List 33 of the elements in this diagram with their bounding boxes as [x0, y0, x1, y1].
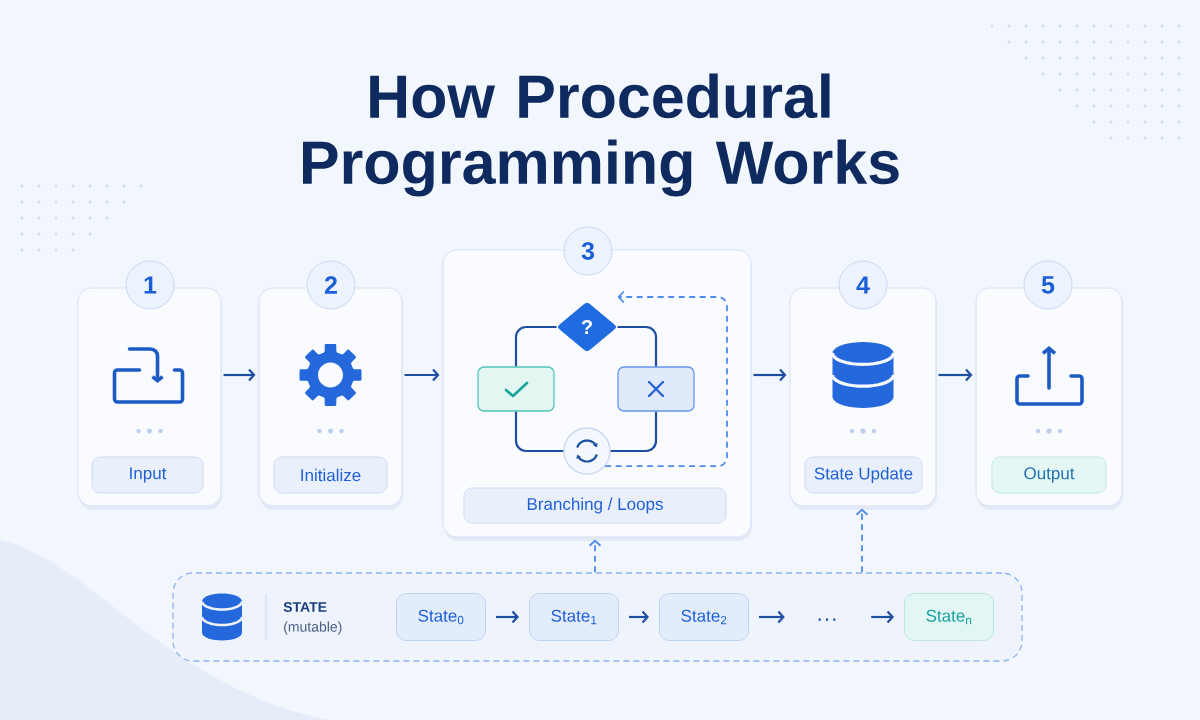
- arrow: [223, 368, 256, 382]
- number-badge: 2: [306, 260, 356, 310]
- step-label: Branching / Loops: [463, 487, 727, 524]
- panel-heading: STATE: [283, 602, 327, 612]
- state-box: State$_{2}$: [659, 593, 749, 641]
- connector-line: [514, 325, 557, 367]
- arrow: [938, 368, 973, 382]
- connector-line: [617, 325, 658, 367]
- number-badge: 3: [563, 226, 613, 276]
- step-label: State Update: [804, 456, 923, 494]
- arrow: [496, 610, 519, 624]
- arrow: [404, 368, 440, 382]
- number-badge: 5: [1023, 260, 1073, 310]
- number-badge: 4: [838, 260, 888, 310]
- arrow: [753, 368, 787, 382]
- dashed-arrow: [588, 539, 602, 574]
- number-badge: 1: [125, 260, 175, 310]
- connector-line: [610, 411, 658, 453]
- dashed-arrow: [855, 508, 869, 574]
- dashed-arrow: [604, 290, 728, 468]
- step-label: Output: [991, 456, 1107, 494]
- state-box: State$_{0}$: [396, 593, 486, 641]
- arrow: [871, 610, 894, 624]
- step-label: Input: [91, 456, 204, 494]
- title: How Procedural Programming Works: [303, 73, 899, 197]
- ellipsis: ···: [818, 618, 836, 621]
- state-box: State$_{1}$: [529, 593, 619, 641]
- connector-line: [514, 411, 564, 453]
- panel-note: (mutable): [284, 621, 342, 635]
- step-label: Initialize: [273, 456, 388, 494]
- state-box: State$_{n}$: [904, 593, 994, 641]
- arrow: [629, 610, 649, 624]
- arrow: [759, 610, 785, 624]
